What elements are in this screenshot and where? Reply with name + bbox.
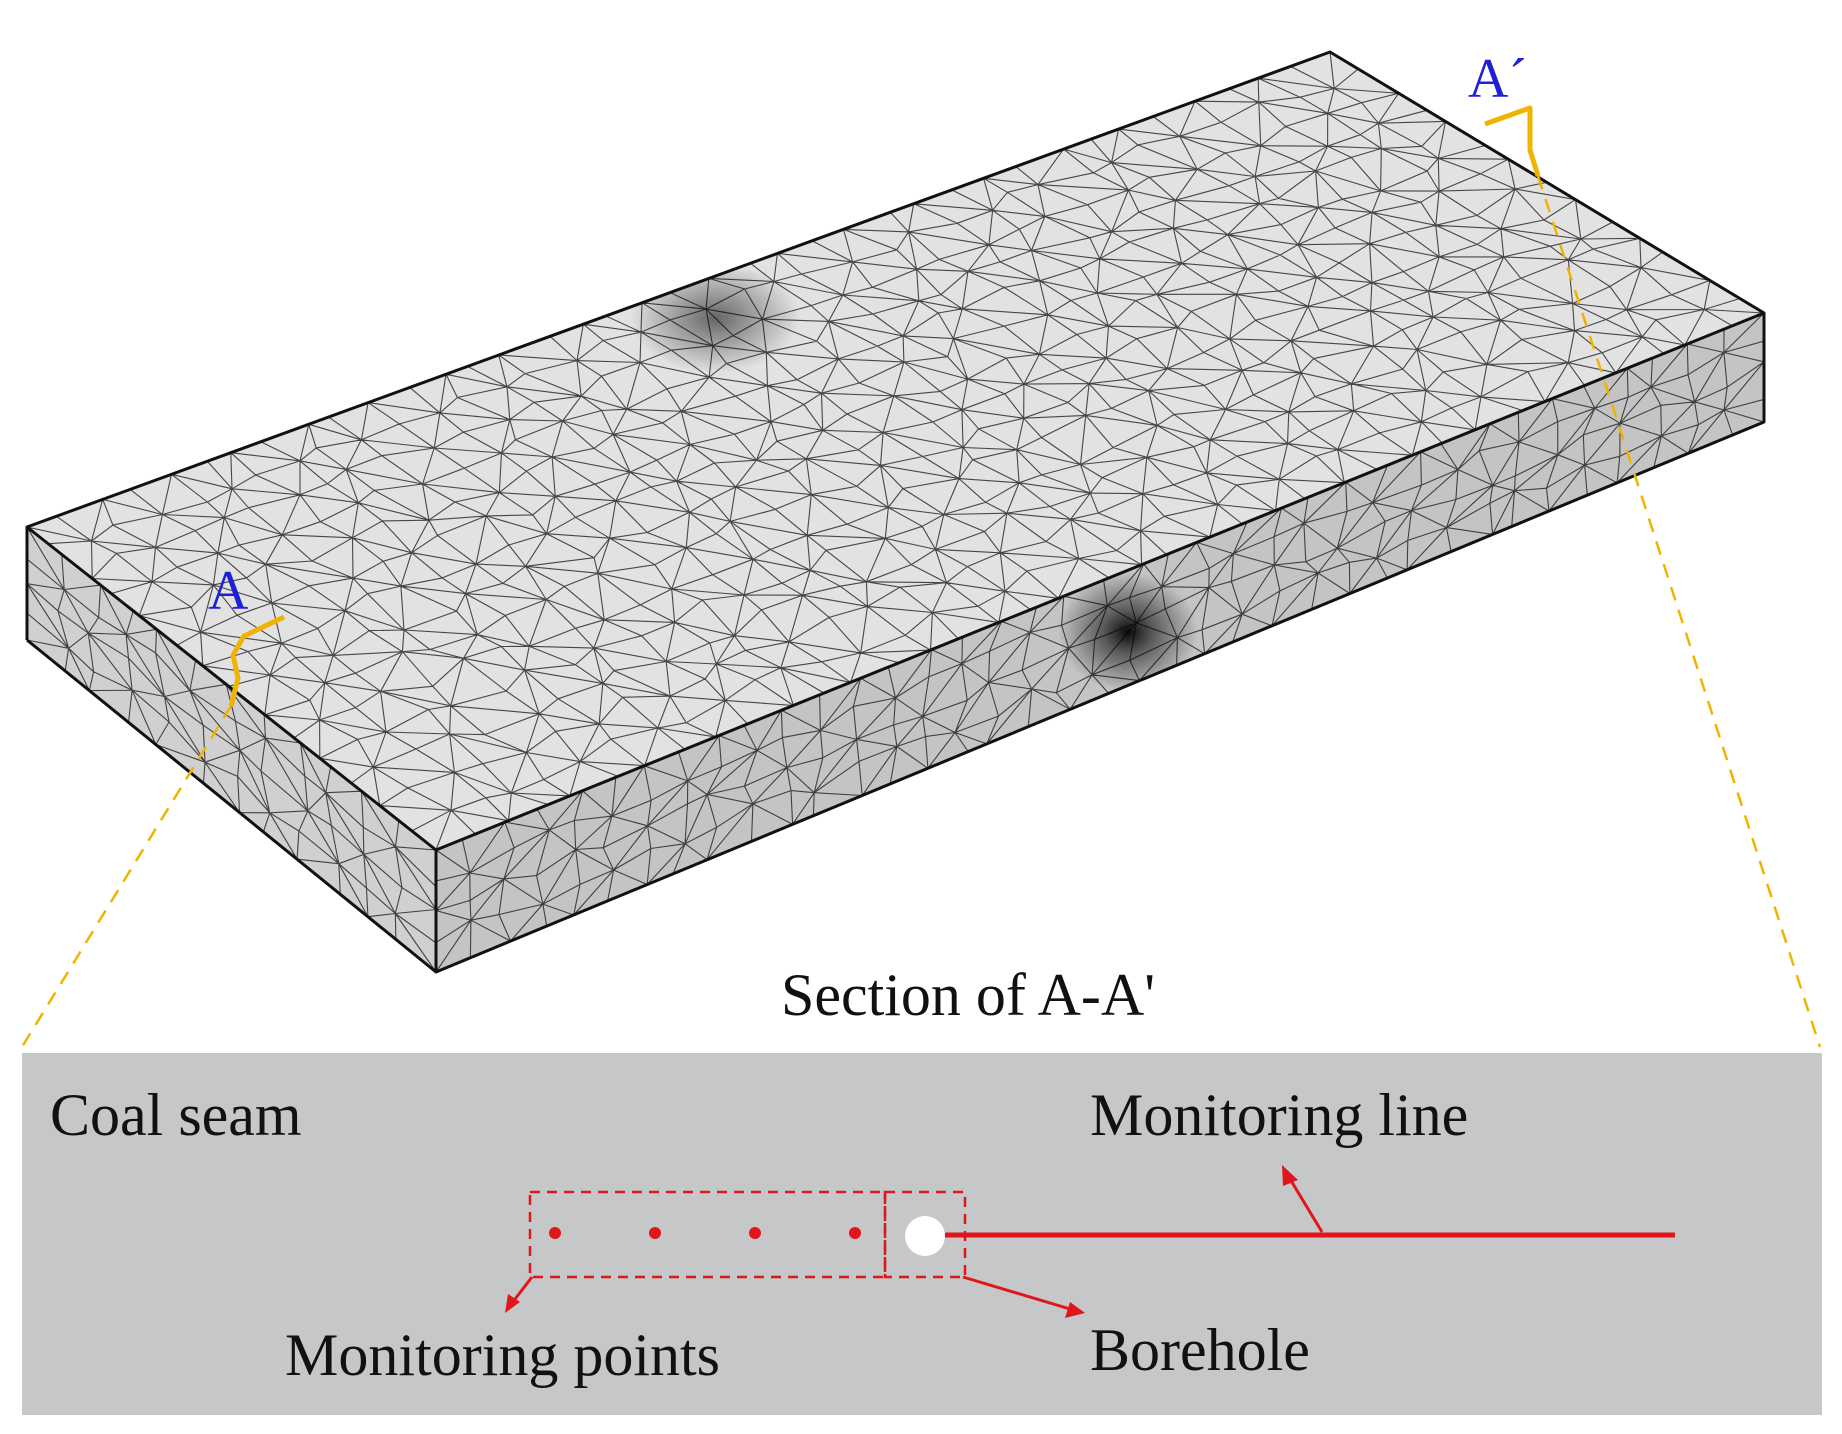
section-title: Section of A-A': [781, 962, 1155, 1028]
label-a-prime: A´: [1468, 48, 1527, 110]
mesh-block: [25, 50, 1766, 974]
block-top-face: [27, 52, 1764, 850]
monitoring-points: [549, 1227, 861, 1239]
projection-lines: [20, 175, 1822, 1048]
borehole-label: Borehole: [1090, 1317, 1310, 1383]
mesh-refinement-lower: [1058, 572, 1198, 692]
monitoring-point: [549, 1227, 561, 1239]
section-cut-marker-a: A: [208, 560, 286, 707]
section-panel: Coal seam Monitoring line Monitoring poi…: [22, 1053, 1822, 1415]
borehole: [905, 1216, 945, 1256]
monitoring-point: [849, 1227, 861, 1239]
arrow-to-monitoring-points: [510, 1276, 534, 1304]
annotation-arrows: [505, 1165, 1324, 1318]
arrowhead-monitoring-points: [505, 1294, 520, 1313]
label-a: A: [208, 560, 249, 622]
monitoring-points-box: [528, 1190, 887, 1279]
monitoring-points-label: Monitoring points: [285, 1322, 720, 1388]
block-front-face: [27, 527, 436, 972]
arrowhead-monitoring-line: [1282, 1165, 1298, 1186]
coal-seam-label: Coal seam: [50, 1082, 302, 1148]
block-outline: [25, 50, 1766, 974]
mesh-refinement-upper: [630, 263, 800, 373]
monitoring-point: [649, 1227, 661, 1239]
monitoring-line-label: Monitoring line: [1090, 1082, 1468, 1148]
arrowhead-borehole: [1065, 1302, 1085, 1318]
arrow-to-monitoring-line: [1285, 1173, 1324, 1233]
arrow-to-borehole: [962, 1275, 1071, 1311]
monitoring-point: [749, 1227, 761, 1239]
section-cut-marker-a-prime: A´: [1468, 48, 1541, 177]
